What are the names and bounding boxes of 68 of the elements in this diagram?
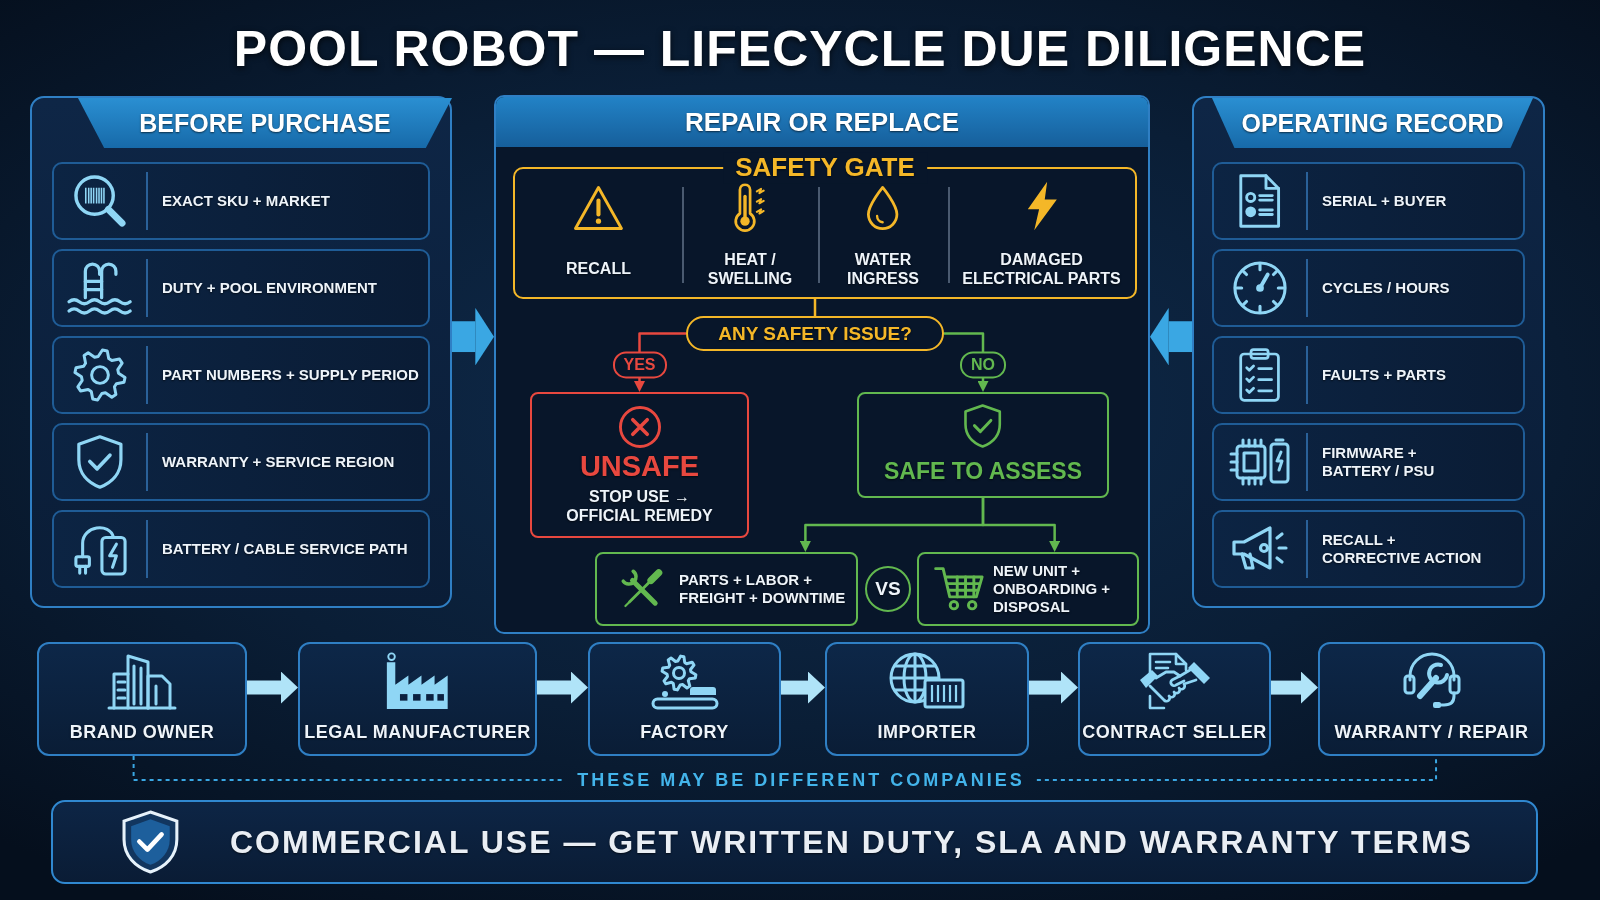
decision-text: ANY SAFETY ISSUE? [718, 322, 912, 345]
company-name: CONTRACT SELLER [1082, 722, 1267, 744]
checklist-text: RECALL + CORRECTIVE ACTION [1322, 531, 1483, 567]
arrow [781, 671, 825, 704]
connector-line [813, 299, 817, 316]
checklist-row [52, 423, 430, 501]
arrow [1150, 307, 1192, 366]
checklist-text: FIRMWARE + BATTERY / PSU [1322, 444, 1436, 480]
arrow [247, 671, 298, 704]
hazard-label: DAMAGED ELECTRICAL PARTS [961, 249, 1122, 289]
status-heading: UNSAFE [579, 448, 700, 484]
company-card [1318, 642, 1545, 756]
panel-header: OPERATING RECORD [1212, 98, 1533, 148]
safe-card [857, 392, 1109, 498]
company-card [298, 642, 537, 756]
checklist-text: CYCLES / HOURS [1322, 279, 1450, 297]
company-name: WARRANTY / REPAIR [1334, 722, 1529, 744]
checklist-row [1212, 162, 1525, 240]
vs-text: VS [875, 577, 901, 601]
arrow [1271, 671, 1318, 704]
checklist-row [1212, 423, 1525, 501]
company-name: BRAND OWNER [69, 722, 215, 744]
commercial-banner [51, 800, 1538, 884]
company-card [37, 642, 247, 756]
panel-header: BEFORE PURCHASE [78, 98, 452, 148]
cost-option-card [595, 552, 858, 626]
note-text: THESE MAY BE DIFFERENT COMPANIES [577, 769, 1025, 791]
company-name: LEGAL MANUFACTURER [304, 722, 531, 744]
checklist-text: PART NUMBERS + SUPPLY PERIOD [162, 366, 419, 384]
center-panel [494, 95, 1150, 634]
checklist-row [1212, 510, 1525, 588]
arrow [981, 498, 1061, 552]
checklist-row [1212, 249, 1525, 327]
checklist-text: SERIAL + BUYER [1322, 192, 1447, 210]
hazard-label: WATER INGRESS [846, 249, 920, 289]
arrow [537, 671, 588, 704]
checklist-row [1212, 336, 1525, 414]
side-panel [1192, 96, 1545, 608]
status-heading: SAFE TO ASSESS [883, 458, 1083, 486]
checklist-text: FAULTS + PARTS [1322, 366, 1447, 384]
company-card [825, 642, 1029, 756]
side-panel [30, 96, 452, 608]
status-note: STOP USE → OFFICIAL REMEDY [565, 486, 714, 526]
company-card [1078, 642, 1271, 756]
cost-text: NEW UNIT + ONBOARDING + DISPOSAL [993, 562, 1112, 616]
hazard-label: RECALL [566, 259, 631, 279]
checklist-text: EXACT SKU + MARKET [162, 192, 330, 210]
unsafe-card [530, 392, 749, 538]
vs-circle [865, 566, 911, 612]
arrow [452, 307, 494, 366]
panel-header: REPAIR OR REPLACE [496, 97, 1148, 147]
checklist-row [52, 249, 430, 327]
checklist-text: WARRANTY + SERVICE REGION [162, 453, 395, 471]
page-title: POOL ROBOT — LIFECYCLE DUE DILIGENCE [233, 20, 1367, 78]
checklist-text: BATTERY / CABLE SERVICE PATH [162, 540, 408, 558]
arrow [1029, 671, 1078, 704]
checklist-row [52, 510, 430, 588]
company-name: IMPORTER [877, 722, 977, 744]
checklist-row [52, 162, 430, 240]
banner-text: COMMERCIAL USE — GET WRITTEN DUTY, SLA AND WARRANTY TERMS [230, 822, 1473, 862]
cost-text: PARTS + LABOR + FREIGHT + DOWNTIME [679, 571, 847, 607]
checklist-text: DUTY + POOL ENVIRONMENT [162, 279, 377, 297]
hazard-label: HEAT / SWELLING [706, 249, 794, 289]
decision-pill [686, 316, 944, 351]
company-card [588, 642, 781, 756]
company-name: FACTORY [640, 722, 729, 744]
checklist-row [52, 336, 430, 414]
cost-option-card [917, 552, 1139, 626]
